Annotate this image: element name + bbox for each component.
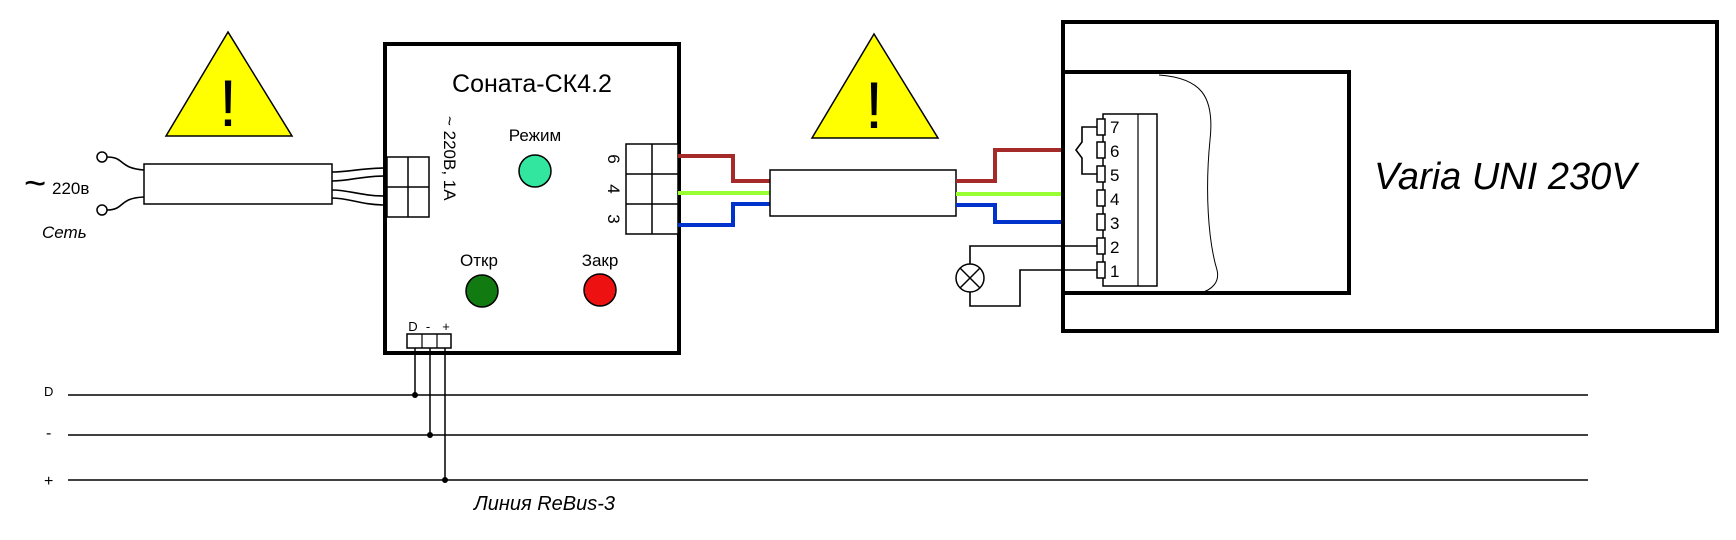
- output-terminal-label-4: 4: [604, 184, 623, 193]
- drive-board-outline: [1158, 74, 1219, 294]
- warning-sign-right: !: [810, 32, 940, 142]
- power-rating-label: ~ 220В, 1А: [440, 116, 459, 201]
- mains-cable-wire-2: [331, 175, 387, 182]
- warning-triangle-right: [810, 32, 940, 139]
- mains-input: ~ 220в Сеть: [24, 151, 387, 242]
- rebus-line: D - + Линия ReBus-3: [44, 348, 1588, 515]
- mains-cable-wire-4: [331, 197, 387, 206]
- output-terminal-label-3: 3: [604, 214, 623, 223]
- lamp-icon: [955, 263, 985, 293]
- mains-terminal-bottom: [96, 204, 108, 216]
- wire-blue-right: [956, 203, 1103, 224]
- bus-node-plus: [442, 477, 448, 483]
- wire-brown-right: [956, 148, 1103, 183]
- signal-cable-sleeve: [769, 169, 957, 217]
- drive-terminal-6: 6: [1096, 141, 1119, 161]
- mains-cable-wire-1: [331, 167, 387, 173]
- drive-terminal-label-5: 5: [1110, 166, 1119, 185]
- bus-line-label-minus: -: [46, 425, 51, 442]
- led-open-label: Откр: [460, 251, 498, 270]
- lamp-wire-1: [969, 269, 1097, 307]
- bus-terminal-block: [406, 333, 452, 349]
- mains-ac-symbol: ~: [24, 163, 46, 205]
- bus-node-minus: [427, 432, 433, 438]
- wire-blue-left: [678, 202, 770, 227]
- output-terminal-label-6: 6: [604, 154, 623, 163]
- warning-mark-left: !: [219, 66, 237, 140]
- lamp-wire-2: [969, 245, 1097, 264]
- warning-mark-right: !: [865, 68, 883, 142]
- mains-label: Сеть: [42, 223, 87, 242]
- bus-terminal-label-plus: +: [442, 319, 450, 334]
- bus-terminal-label-d: D: [408, 319, 417, 334]
- bus-name-label: Линия ReBus-3: [472, 493, 615, 515]
- drive-terminal-label-3: 3: [1110, 214, 1119, 233]
- led-open-indicator: [465, 274, 499, 308]
- warning-triangle-left: [164, 30, 294, 137]
- drive-terminal-label-2: 2: [1110, 238, 1119, 257]
- bus-line-label-d: D: [44, 384, 53, 399]
- bus-line-label-plus: +: [44, 473, 53, 490]
- drive-terminal-label-6: 6: [1110, 142, 1119, 161]
- led-close-indicator: [583, 273, 617, 307]
- signal-wires: [678, 148, 1103, 227]
- drive-terminal-4: 4: [1096, 189, 1119, 209]
- led-mode-label: Режим: [509, 126, 561, 145]
- mains-voltage-label: 220в: [52, 179, 89, 198]
- warning-sign-left: !: [164, 30, 294, 140]
- led-close-label: Закр: [582, 251, 619, 270]
- mains-wire-top: [106, 156, 145, 171]
- led-mode-indicator: [518, 154, 552, 188]
- drive-terminal-label-7: 7: [1110, 118, 1119, 137]
- drive-terminal-3: 3: [1096, 213, 1119, 233]
- mains-cable-sleeve: [143, 163, 333, 205]
- mains-wire-bottom: [106, 196, 145, 211]
- bus-terminal-label-minus: -: [426, 319, 430, 334]
- controller-unit: Соната-СК4.2 ~ 220В, 1А Режим Откр Закр …: [383, 42, 681, 355]
- wire-brown-left: [678, 154, 770, 183]
- mains-terminal-top: [96, 151, 108, 163]
- controller-title: Соната-СК4.2: [452, 70, 612, 98]
- jumper-7-5: [1075, 126, 1097, 175]
- mains-cable-wire-3: [331, 189, 387, 197]
- drive-terminal-label-4: 4: [1110, 190, 1119, 209]
- bus-node-d: [412, 392, 418, 398]
- drive-unit: Varia UNI 230V 7 6 5 4 3 2: [955, 20, 1719, 333]
- drive-title: Varia UNI 230V: [1374, 156, 1640, 198]
- drive-terminal-label-1: 1: [1110, 262, 1119, 281]
